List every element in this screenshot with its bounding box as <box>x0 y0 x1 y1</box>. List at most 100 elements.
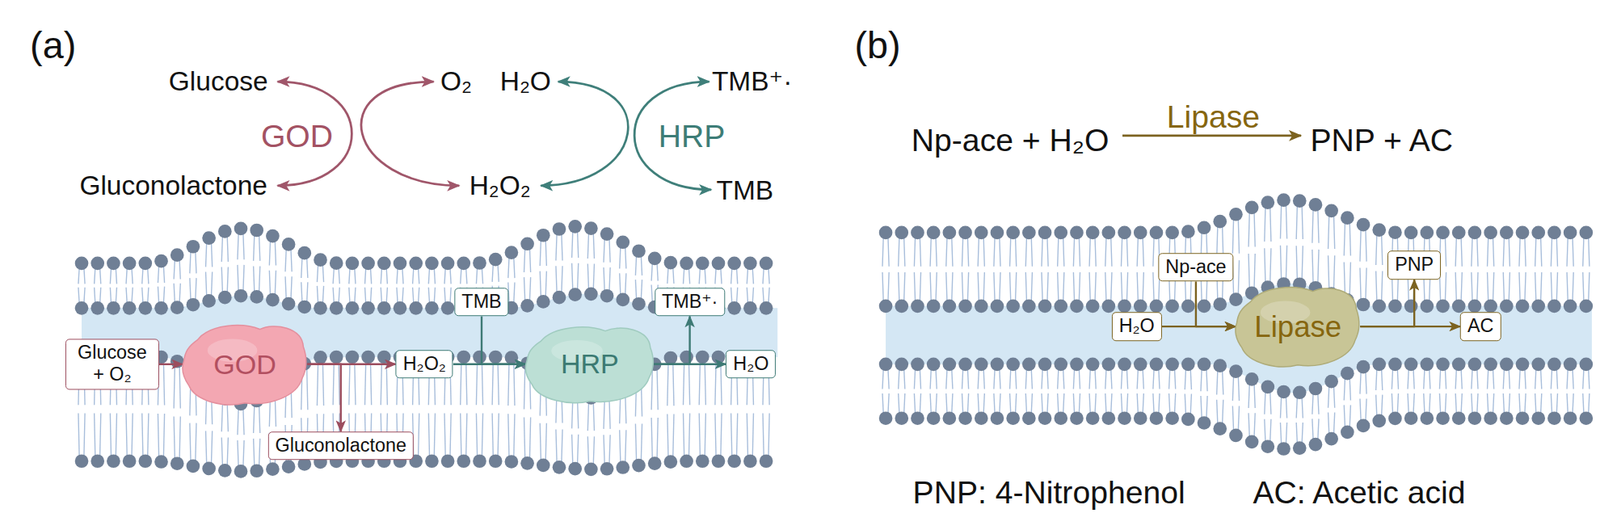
lipid-head <box>1181 412 1196 427</box>
lipid-tail <box>1248 384 1250 409</box>
lipid-tail <box>380 287 382 304</box>
lipid-head <box>1404 357 1419 371</box>
lipid-head <box>1483 357 1498 371</box>
lipid-tail <box>545 240 547 266</box>
lipid-head <box>727 256 742 270</box>
lipid-tail <box>946 393 948 413</box>
lipid-head <box>202 462 216 476</box>
lipid-tail <box>179 283 181 304</box>
lipid-head <box>218 290 232 305</box>
lipid-tail <box>946 237 948 267</box>
lipid-tail <box>577 399 579 429</box>
lipid-head <box>1499 226 1514 240</box>
lipid-tail <box>221 267 223 293</box>
lipid-tail <box>1407 369 1409 389</box>
lipid-head <box>456 350 471 365</box>
lipid-tail <box>189 423 191 462</box>
lipid-head <box>1388 412 1403 426</box>
lipid-head <box>186 298 201 312</box>
node-text: H₂O <box>1119 315 1155 338</box>
flow-arrow <box>481 316 526 365</box>
lipid-tail <box>94 268 96 284</box>
lipid-tail <box>762 287 764 304</box>
lipid-tail <box>1429 393 1431 413</box>
lipid-tail <box>1264 419 1266 443</box>
lipid-tail <box>683 413 685 457</box>
lipid-tail <box>1025 237 1027 267</box>
lipid-tail <box>274 270 276 295</box>
lipid-tail <box>698 413 700 457</box>
lipid-head <box>1578 411 1593 426</box>
lipid-head <box>1102 226 1116 240</box>
lipid-head <box>584 221 598 236</box>
lipid-tail <box>100 287 102 304</box>
enzyme-outline <box>182 325 307 405</box>
lipid-head <box>1324 203 1339 218</box>
lipid-head <box>249 223 264 238</box>
lipid-head <box>1404 298 1419 313</box>
lipid-head <box>1022 357 1036 371</box>
lipid-tail <box>731 287 733 304</box>
lipid-tail <box>173 416 175 459</box>
lipid-tail <box>1190 394 1192 415</box>
lipid-tail <box>651 417 653 459</box>
lipid-head <box>1452 411 1466 426</box>
lipid-head <box>1165 226 1179 240</box>
lipid-head <box>1181 298 1196 313</box>
lipid-head <box>377 301 392 316</box>
lipid-tail <box>1216 400 1218 425</box>
lipid-tail <box>173 283 175 304</box>
lipid-tail <box>1317 418 1319 440</box>
lipid-head <box>1578 226 1593 240</box>
lipid-tail <box>1073 272 1074 302</box>
lipid-tail <box>1360 371 1361 394</box>
lipid-tail <box>577 434 579 464</box>
lipid-head <box>974 226 989 240</box>
lipid-head <box>1181 357 1196 371</box>
lipid-head <box>1133 411 1148 426</box>
lipid-tail <box>1334 215 1335 249</box>
lipid-tail <box>704 362 706 405</box>
lipid-tail <box>1041 369 1043 389</box>
lipid-tail <box>619 429 621 463</box>
lipid-head <box>1197 357 1212 371</box>
lipid-tail <box>475 413 477 457</box>
lipid-tail <box>904 272 906 302</box>
lipid-head <box>894 298 909 313</box>
lipid-tail <box>332 362 334 405</box>
lipid-tail <box>481 362 483 405</box>
lipid-tail <box>370 287 372 304</box>
lipid-tail <box>1455 237 1457 267</box>
lipid-tail <box>1142 237 1144 267</box>
lipid-tail <box>752 413 754 457</box>
lipid-tail <box>951 237 953 267</box>
lipid-tail <box>1572 237 1574 267</box>
lipid-tail <box>913 393 915 413</box>
lipid-tail <box>587 233 589 259</box>
lipid-tail <box>508 413 510 457</box>
lipid-tail <box>1237 260 1239 295</box>
lipid-tail <box>1063 237 1065 267</box>
lipid-tail <box>147 268 149 284</box>
lipid-tail <box>736 413 738 457</box>
lipid-tail <box>259 438 261 467</box>
lipid-tail <box>1376 270 1377 301</box>
lipid-head <box>170 300 185 315</box>
lipid-head <box>1420 226 1435 240</box>
lipid-tail <box>1264 207 1266 242</box>
lipid-tail <box>1471 272 1473 302</box>
lipid-head <box>1197 220 1212 235</box>
lipid-head <box>1515 411 1530 426</box>
lipid-head <box>1547 226 1562 240</box>
lipid-head <box>170 248 185 262</box>
illustration-group <box>75 81 1593 479</box>
enzyme-blob: Lipase <box>1235 282 1360 371</box>
node-text: AC <box>1467 315 1494 338</box>
lipid-head <box>1468 298 1483 313</box>
lipid-tail <box>513 282 515 304</box>
lipid-tail <box>882 237 884 267</box>
lipid-tail <box>1270 391 1272 415</box>
lipid-tail <box>1010 237 1011 267</box>
lipid-tail <box>609 400 611 430</box>
lipid-head <box>75 454 89 468</box>
